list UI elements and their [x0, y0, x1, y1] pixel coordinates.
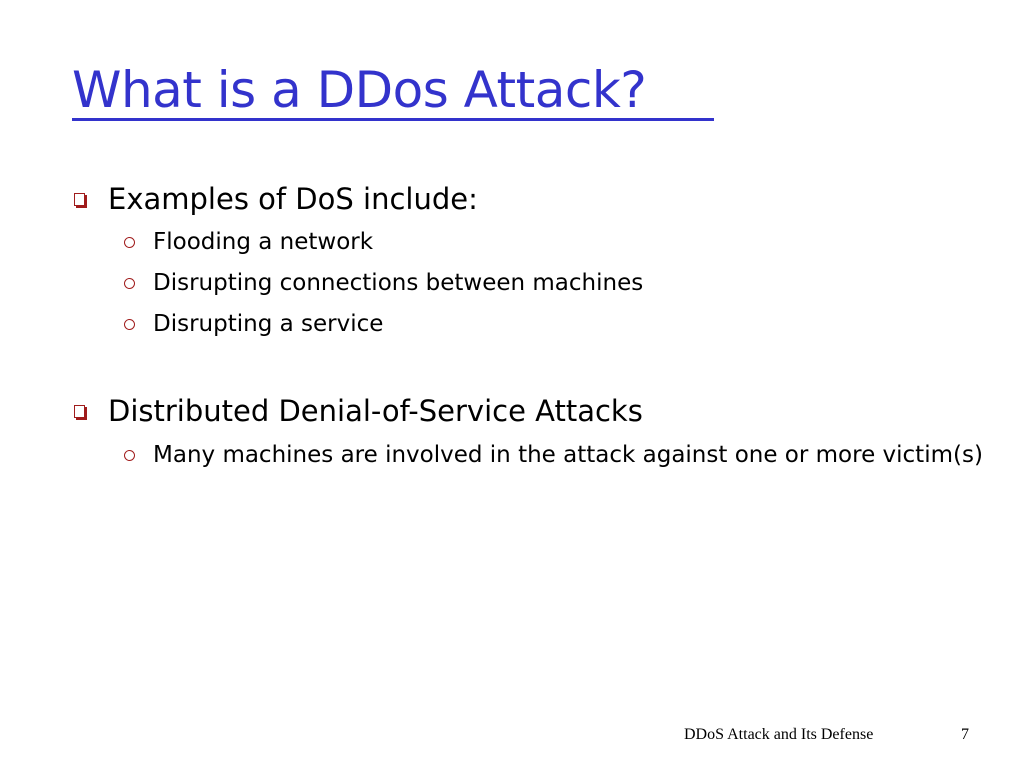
- sub-bullet-flooding-network: Flooding a network: [124, 226, 373, 258]
- sub-bullet-text: Disrupting connections between machines: [153, 270, 644, 296]
- checkbox-square-icon: [74, 193, 85, 206]
- hollow-circle-icon: [124, 237, 135, 248]
- title-underline: [72, 118, 714, 121]
- footer-page-number: 7: [961, 726, 969, 743]
- sub-bullet-text: Many machines are involved in the attack…: [153, 442, 983, 468]
- bullet-text: Distributed Denial-of-Service Attacks: [108, 394, 643, 428]
- hollow-circle-icon: [124, 319, 135, 330]
- bullet-distributed-dos: Distributed Denial-of-Service Attacks: [74, 393, 643, 429]
- sub-bullet-text: Flooding a network: [153, 229, 374, 255]
- bullet-text: Examples of DoS include:: [108, 182, 478, 216]
- checkbox-square-icon: [74, 405, 85, 418]
- slide-title: What is a DDos Attack?: [72, 61, 647, 119]
- sub-bullet-disrupting-connections: Disrupting connections between machines: [124, 267, 643, 299]
- hollow-circle-icon: [124, 278, 135, 289]
- footer-presentation-title: DDoS Attack and Its Defense: [684, 726, 874, 743]
- sub-bullet-text: Disrupting a service: [153, 311, 384, 337]
- bullet-examples-of-dos: Examples of DoS include:: [74, 181, 478, 217]
- hollow-circle-icon: [124, 450, 135, 461]
- sub-bullet-disrupting-service: Disrupting a service: [124, 308, 383, 340]
- sub-bullet-many-machines: Many machines are involved in the attack…: [124, 439, 983, 471]
